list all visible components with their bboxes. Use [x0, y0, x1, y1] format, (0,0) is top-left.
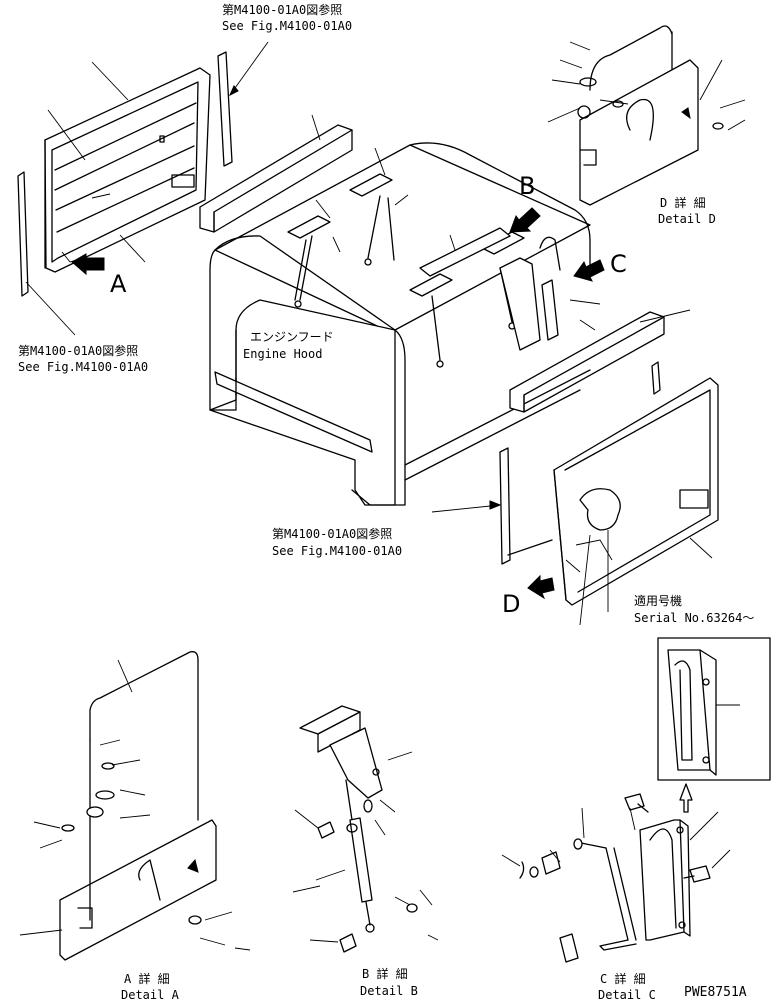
left-ref-en: See Fig.M4100-01A0 — [18, 360, 149, 374]
arrow-c — [573, 259, 605, 282]
detail-d-en: Detail D — [658, 212, 716, 226]
mid-ref-en: See Fig.M4100-01A0 — [272, 544, 403, 558]
arrow-a — [71, 253, 105, 276]
arrow-b — [509, 207, 541, 233]
detail-a-jp: A 詳 細 — [124, 972, 170, 986]
engine-hood — [209, 142, 591, 506]
arrow-a-letter: A — [110, 270, 127, 298]
arrow-c-letter: C — [610, 250, 627, 278]
detail-c-jp: C 詳 細 — [600, 972, 646, 986]
detail-a-en: Detail A — [121, 988, 179, 1002]
right-seal-strip — [499, 447, 553, 565]
detail-b-jp: B 詳 細 — [362, 967, 408, 981]
arrow-d-letter: D — [502, 590, 521, 618]
top-seal-strip — [217, 51, 233, 167]
right-upper-strip — [509, 311, 665, 413]
top-ref-en: See Fig.M4100-01A0 — [222, 19, 353, 33]
detail-c-en: Detail C — [598, 988, 656, 1002]
detail-a-drawing — [19, 651, 251, 961]
detail-c-drawing — [501, 793, 731, 963]
left-ref-jp: 第M4100-01A0図参照 — [18, 344, 139, 358]
upper-cover-strip — [199, 124, 353, 233]
up-arrow-icon — [679, 783, 693, 813]
left-seal-strip — [17, 171, 29, 297]
drawing-number: PWE8751A — [684, 985, 747, 1000]
top-ref-jp: 第M4100-01A0図参照 — [222, 3, 343, 17]
serial-label-jp: 適用号機 — [634, 594, 683, 608]
detail-b-en: Detail B — [360, 984, 418, 998]
left-side-door — [44, 67, 211, 273]
detail-d-drawing — [547, 25, 746, 206]
engine-hood-label-en: Engine Hood — [243, 347, 323, 361]
detail-b-drawing — [292, 705, 439, 953]
right-side-door — [553, 377, 719, 606]
mid-ref-jp: 第M4100-01A0図参照 — [272, 527, 393, 541]
serial-label-en: Serial No.63264～ — [634, 611, 755, 625]
engine-hood-label-jp: エンジンフード — [250, 330, 334, 344]
detail-d-jp: D 詳 細 — [660, 196, 706, 210]
arrow-b-letter: B — [519, 172, 536, 200]
serial-inset-box — [657, 637, 771, 781]
arrow-d — [527, 574, 555, 600]
